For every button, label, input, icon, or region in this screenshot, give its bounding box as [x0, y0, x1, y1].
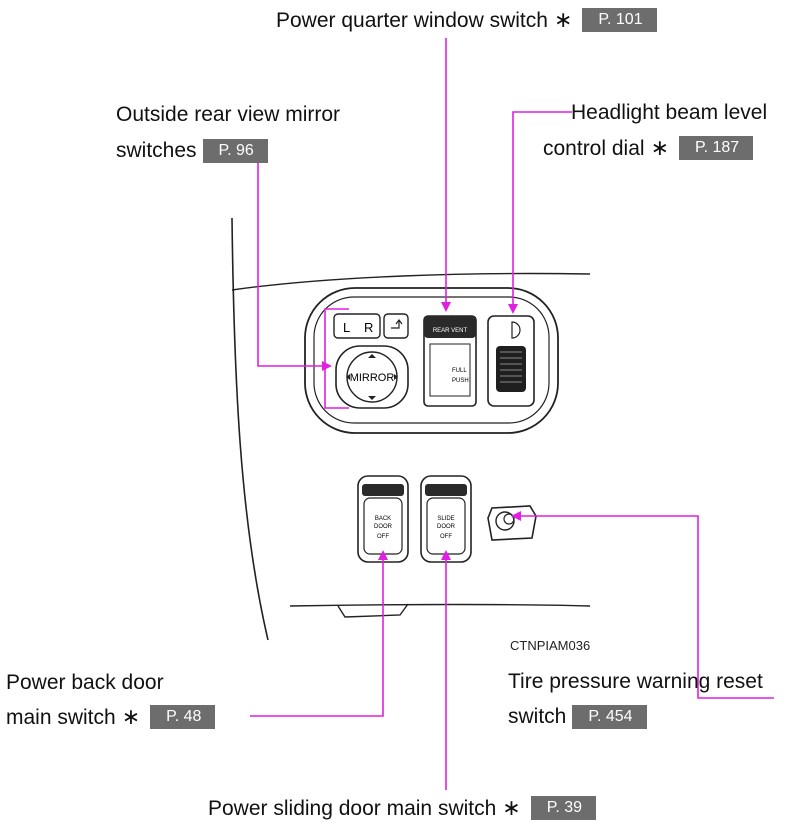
switch-bezel-inner [313, 296, 550, 424]
label-text: main switch [6, 706, 116, 729]
label-back-door-line1: Power back door [6, 671, 164, 694]
label-text: Power sliding door main switch [208, 797, 497, 820]
back-door-text-1: BACK [375, 516, 391, 522]
leader-back-door [250, 560, 384, 717]
back-door-text-2: DOOR [374, 524, 393, 530]
rear-vent-face [429, 343, 471, 397]
label-mirror-line1: Outside rear view mirror [116, 103, 341, 126]
arrowhead-headlight [508, 304, 518, 314]
leader-tire [521, 515, 774, 699]
dial-ridges [500, 351, 522, 383]
slide-door-text-2: DOOR [437, 524, 456, 530]
push-text: PUSH [452, 378, 469, 384]
label-text: Power quarter window switch [276, 9, 548, 32]
rear-vent-text: REAR VENT [433, 328, 468, 334]
panel-edge [231, 217, 269, 641]
leader-arrowheads [322, 302, 521, 560]
page-ref-link[interactable]: P. 39 [530, 796, 597, 820]
figure-code: CTNPIAM036 [510, 638, 591, 653]
label-text: control dial [543, 137, 645, 160]
leader-mirror-bracket [324, 308, 349, 409]
arrow-up-icon [368, 354, 376, 358]
headlight-icon [511, 321, 521, 339]
leader-lines [250, 38, 774, 790]
page-ref-link[interactable]: P. 187 [679, 136, 754, 160]
mirror-right-text: R [364, 320, 373, 335]
tire-reset-knob [503, 513, 515, 525]
label-headlight-line2-row: control dial∗ P. 187 [543, 135, 754, 161]
asterisk-mark: ∗ [502, 795, 521, 820]
asterisk-mark: ∗ [650, 135, 669, 160]
label-text: switches [116, 139, 197, 162]
label-back-door-line2-row: main switch∗ P. 48 [6, 704, 216, 730]
rear-vent-top [424, 316, 476, 338]
page-ref-link[interactable]: P. 48 [150, 705, 216, 729]
page-ref-link[interactable]: P. 454 [572, 705, 647, 729]
panel-top-edge [231, 272, 591, 291]
arrowhead-mirror [322, 361, 332, 371]
arrow-right-icon [394, 374, 398, 380]
arrow-left-icon [346, 374, 350, 380]
mirror-left-text: L [343, 320, 350, 335]
slide-door-text-1: SLIDE [437, 516, 454, 522]
mirror-knob-text: MIRROR [350, 372, 395, 384]
full-text: FULL [452, 368, 467, 374]
leader-headlight [512, 111, 572, 304]
back-door-text-3: OFF [377, 534, 389, 540]
mirror-retract-button [383, 313, 409, 339]
arrow-down-icon [368, 396, 376, 400]
label-text: switch [508, 705, 567, 728]
slide-door-text-3: OFF [440, 534, 452, 540]
page-ref-link[interactable]: P. 96 [202, 139, 268, 163]
label-tire-line1: Tire pressure warning reset [508, 670, 763, 693]
leader-mirror-vertical [257, 163, 322, 367]
arrowhead-tire [511, 511, 521, 521]
arrowhead-quarter [441, 302, 451, 312]
slide-door-switch-top [425, 484, 467, 496]
mirror-lr-selector [333, 313, 381, 339]
asterisk-mark: ∗ [553, 7, 573, 32]
retract-icon [391, 319, 403, 329]
label-power-quarter-window: Power quarter window switch∗ P. 101 [276, 8, 657, 33]
switch-bezel-outer [304, 287, 559, 434]
lower-slot [337, 603, 409, 618]
headlight-dial [496, 346, 526, 392]
arrowhead-sliding [441, 550, 451, 560]
label-power-sliding-door: Power sliding door main switch∗ P. 39 [208, 795, 597, 821]
panel-bottom-edge [289, 603, 591, 607]
page-ref-link[interactable]: P. 101 [582, 8, 657, 32]
back-door-switch-top [362, 484, 404, 496]
asterisk-mark: ∗ [121, 704, 141, 729]
arrowhead-back-door [378, 550, 388, 560]
label-headlight-line1: Headlight beam level [571, 101, 768, 124]
